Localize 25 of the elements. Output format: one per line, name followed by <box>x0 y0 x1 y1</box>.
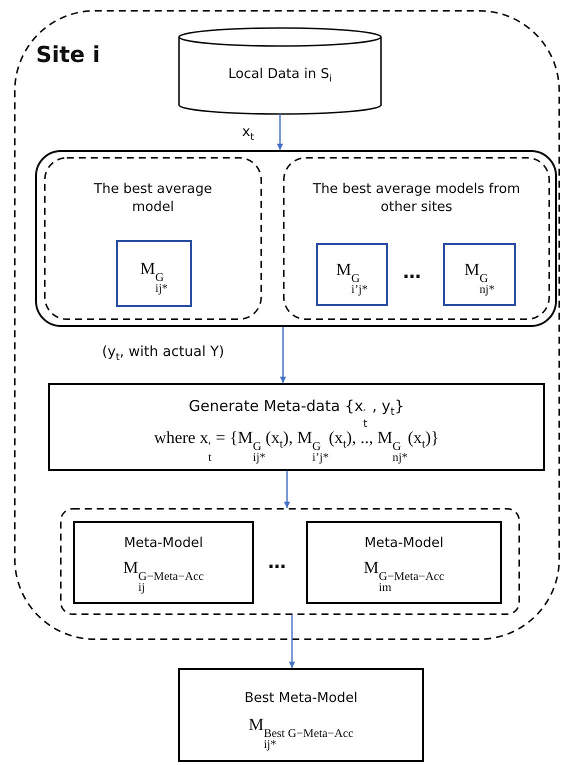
arrow <box>288 615 296 668</box>
process-box <box>306 521 502 604</box>
process-box <box>178 668 424 762</box>
process-box <box>73 521 254 604</box>
ellipsis-text: … <box>403 262 421 283</box>
arrow <box>284 471 290 508</box>
node-text: The best average models from other sites <box>312 181 522 216</box>
local-model-group <box>44 157 262 320</box>
model-box <box>316 243 388 306</box>
node-text: Meta-Model <box>364 535 444 553</box>
other-models-group <box>283 157 550 320</box>
ellipsis-text: … <box>268 552 286 573</box>
models-panel <box>35 150 557 327</box>
model-box <box>116 240 192 307</box>
node-text: Best Meta-Model <box>243 690 359 708</box>
node-text: The best average model <box>92 181 214 216</box>
model-box <box>443 243 516 306</box>
node-text: Local Data in S$_{i}$ <box>227 66 333 86</box>
arrow <box>280 327 286 383</box>
meta-model-group <box>60 508 520 615</box>
arrow <box>276 114 284 150</box>
process-box <box>48 383 545 471</box>
node-text: Meta-Model <box>123 535 204 553</box>
database-cylinder <box>178 28 382 114</box>
site-title: Site i <box>36 42 102 70</box>
